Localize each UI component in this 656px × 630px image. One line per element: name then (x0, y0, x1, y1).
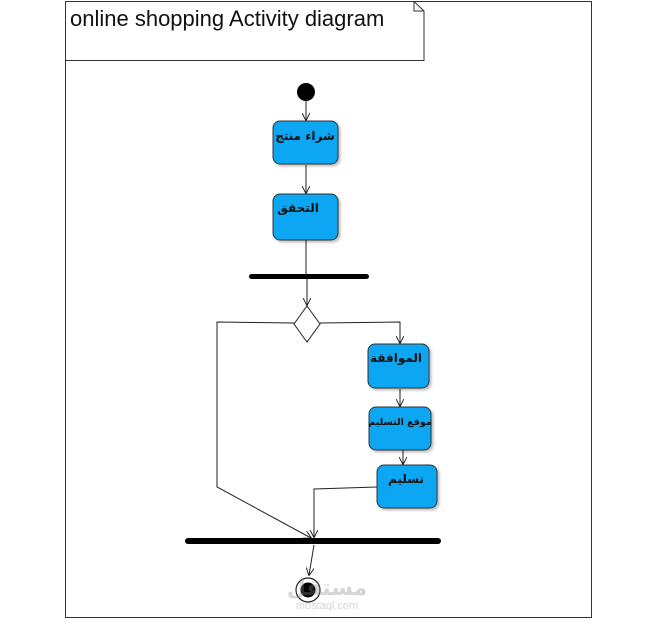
decision-node (293, 305, 321, 343)
final-node (295, 577, 321, 603)
action-approval: الموافقة (367, 343, 430, 389)
flow-delivery-to-join (314, 486, 378, 537)
action-buy-product-label: شراء منتج (275, 129, 335, 143)
fork-bar (249, 274, 369, 279)
watermark-logo: مستقل mostaql.com (287, 576, 367, 612)
action-approval-label: الموافقة (370, 351, 422, 366)
watermark-text: مستقل (287, 576, 367, 601)
diagram-frame (65, 1, 592, 618)
flow-join-to-final (309, 544, 315, 575)
action-verify-label: التحقق (277, 201, 319, 215)
action-delivery-location-label: موقع التسليم (368, 417, 432, 428)
action-delivery-label: تسليم (388, 472, 424, 486)
frame-title: online shopping Activity diagram (70, 6, 384, 31)
action-buy-product: شراء منتج (272, 120, 339, 165)
frame-title-tab (65, 1, 425, 61)
action-delivery-location: موقع التسليم (368, 406, 432, 451)
watermark-url: mostaql.com (296, 600, 358, 612)
action-verify: التحقق (272, 193, 339, 241)
join-bar (185, 538, 441, 544)
flow-decision-to-approval (319, 321, 400, 343)
flow-decision-left-to-join (216, 321, 311, 538)
title-tab-fold (413, 1, 424, 12)
action-delivery: تسليم (376, 464, 438, 509)
initial-node (297, 83, 315, 101)
